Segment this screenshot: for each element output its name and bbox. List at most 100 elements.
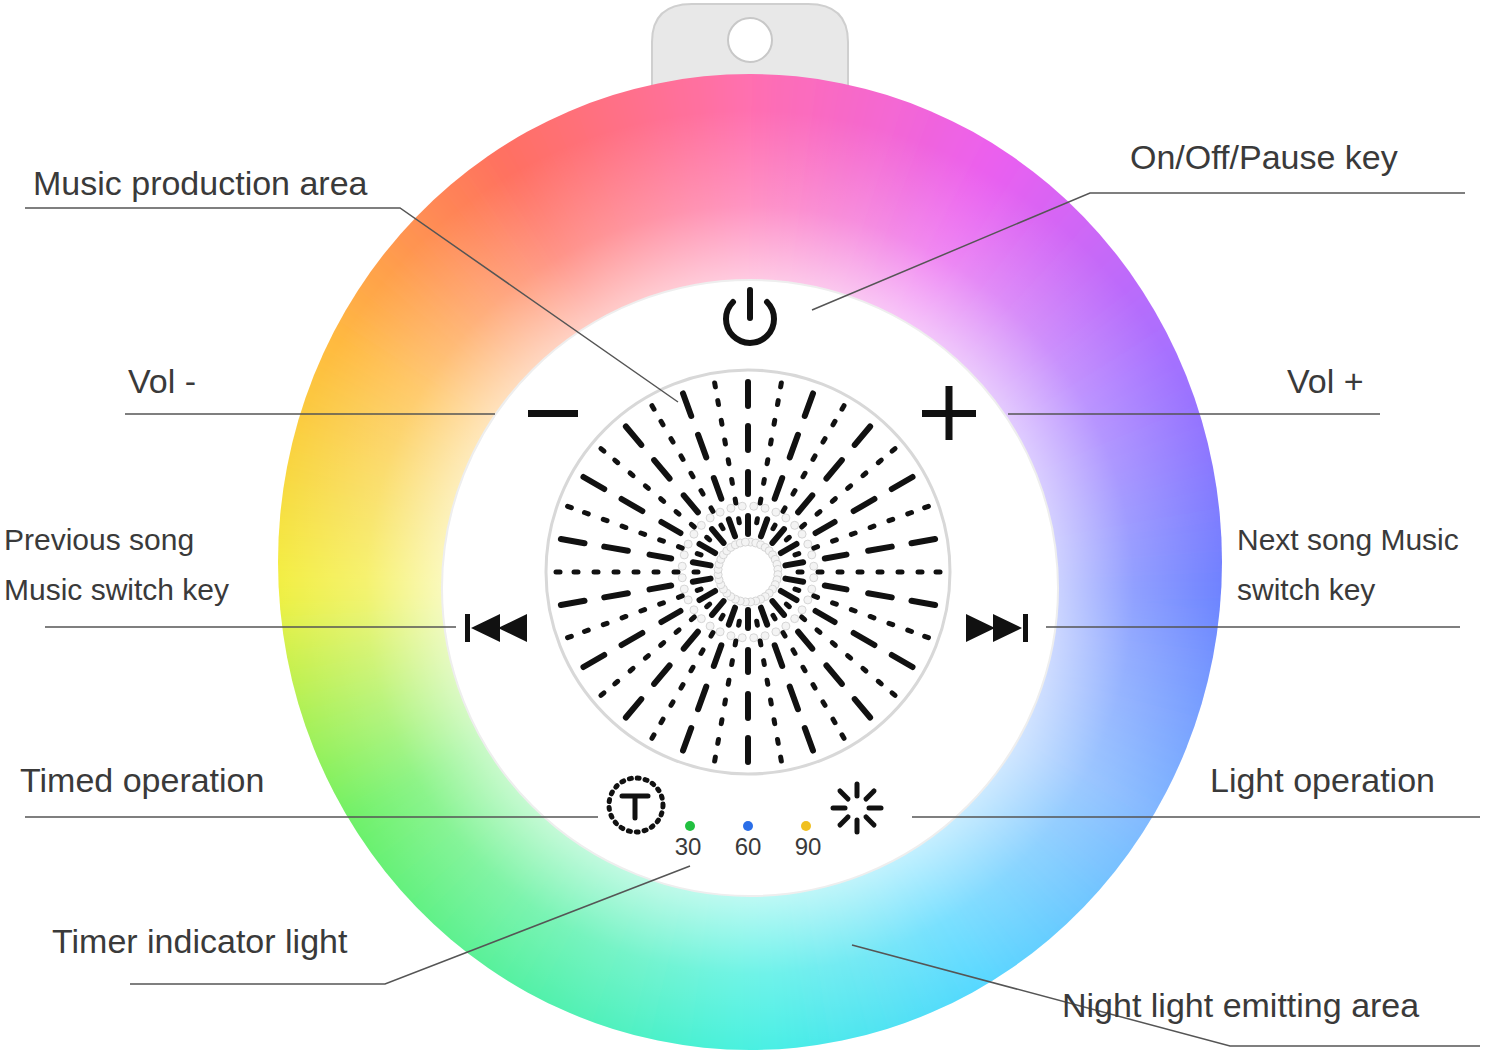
grille-hole xyxy=(706,514,714,522)
grille-dot xyxy=(813,685,815,688)
grille-slot xyxy=(798,632,812,649)
grille-slot xyxy=(826,665,841,683)
grille-dot xyxy=(674,570,678,575)
grille-dot xyxy=(758,641,764,645)
grille-dot xyxy=(594,570,598,575)
part-label: Night light emitting area xyxy=(1062,985,1419,1026)
grille-slot xyxy=(911,601,935,605)
grille-dot xyxy=(719,720,725,724)
grille-dot xyxy=(645,656,648,659)
grille-hole xyxy=(678,562,686,570)
grille-hole xyxy=(810,562,818,570)
grille-slot xyxy=(604,593,628,597)
grille-hole xyxy=(772,508,780,516)
grille-hole xyxy=(810,574,818,582)
grille-dot xyxy=(848,486,851,489)
grille-hole xyxy=(716,508,724,516)
grille-dot xyxy=(574,570,578,575)
grille-dot xyxy=(711,508,713,511)
grille-dot xyxy=(719,420,725,424)
grille-slot xyxy=(729,519,735,536)
grille-dot xyxy=(778,757,784,761)
grille-dot xyxy=(660,603,664,604)
grille-dot xyxy=(892,449,895,452)
grille-dot xyxy=(661,643,664,646)
grille-slot xyxy=(683,393,691,416)
leader-line xyxy=(912,816,1480,818)
grille-slot xyxy=(855,426,870,444)
grille-dot xyxy=(603,623,607,624)
grille-hole xyxy=(690,606,698,614)
timer-value: 30 xyxy=(675,833,702,861)
grille-dot xyxy=(630,668,633,671)
grille-dot xyxy=(832,499,835,502)
grille-slot xyxy=(698,687,706,710)
grille-hole xyxy=(697,615,705,623)
grille-dot xyxy=(783,633,785,636)
power-icon-bar xyxy=(747,290,753,318)
grille-slot xyxy=(775,478,783,499)
grille-dot xyxy=(908,512,912,513)
control-face xyxy=(442,280,1058,896)
grille-slot xyxy=(661,522,680,533)
grille-dot xyxy=(773,525,775,528)
grille-hole xyxy=(798,606,806,614)
grille-slot xyxy=(790,687,798,710)
grille-slot xyxy=(911,539,935,543)
grille-hole xyxy=(680,585,688,593)
grille-slot xyxy=(693,579,711,582)
grille-dot xyxy=(660,540,664,541)
grille-slot xyxy=(654,460,669,478)
leader-line xyxy=(25,816,598,818)
grille-hole xyxy=(738,502,746,510)
grille-dot xyxy=(775,401,781,405)
grille-dot xyxy=(715,739,721,743)
grille-slot xyxy=(868,547,892,551)
grille-slot xyxy=(805,728,813,751)
grille-dot xyxy=(778,383,784,387)
next-icon-bar xyxy=(1023,614,1028,642)
grille-slot xyxy=(583,477,604,489)
grille-dot xyxy=(898,570,902,575)
grille-slot xyxy=(583,655,604,667)
grille-slot xyxy=(654,665,669,683)
grille-dot xyxy=(691,617,694,620)
leader-line xyxy=(45,626,456,628)
grille-dot xyxy=(568,506,572,507)
timer-icon-hands xyxy=(622,796,648,818)
grille-dot xyxy=(833,719,835,722)
grille-slot xyxy=(781,544,797,553)
part-label: Vol - xyxy=(128,361,196,402)
grille-slot xyxy=(790,435,798,458)
grille-slot xyxy=(775,645,783,666)
grille-dot xyxy=(758,499,764,503)
grille-dot xyxy=(615,460,618,463)
leader-line xyxy=(1046,626,1460,628)
grille-hole xyxy=(727,632,735,640)
leader-line xyxy=(812,193,1465,310)
grille-slot xyxy=(745,426,751,450)
grille-dot xyxy=(715,401,721,405)
grille-dot xyxy=(729,661,735,665)
grille-dot xyxy=(772,720,778,724)
grille-hole xyxy=(808,551,816,559)
grille-dot xyxy=(878,681,881,684)
grille-slot xyxy=(698,435,706,458)
grille-dot xyxy=(775,739,781,743)
leader-lines xyxy=(25,193,1480,1046)
grille-dot xyxy=(701,650,703,653)
grille-dot xyxy=(851,533,855,534)
part-label: Music production area xyxy=(33,163,368,204)
grille-dot xyxy=(645,486,648,489)
leader-line xyxy=(125,413,495,415)
part-label: Next song Music switch key xyxy=(1237,515,1477,615)
grille-dot xyxy=(681,685,683,688)
grille-dot xyxy=(768,700,774,704)
grille-dot xyxy=(601,693,604,696)
grille-holes xyxy=(556,382,940,762)
grille-slot xyxy=(745,650,751,672)
grille-slot xyxy=(781,591,797,600)
grille-dot xyxy=(754,519,760,523)
grille-dot xyxy=(641,533,645,534)
